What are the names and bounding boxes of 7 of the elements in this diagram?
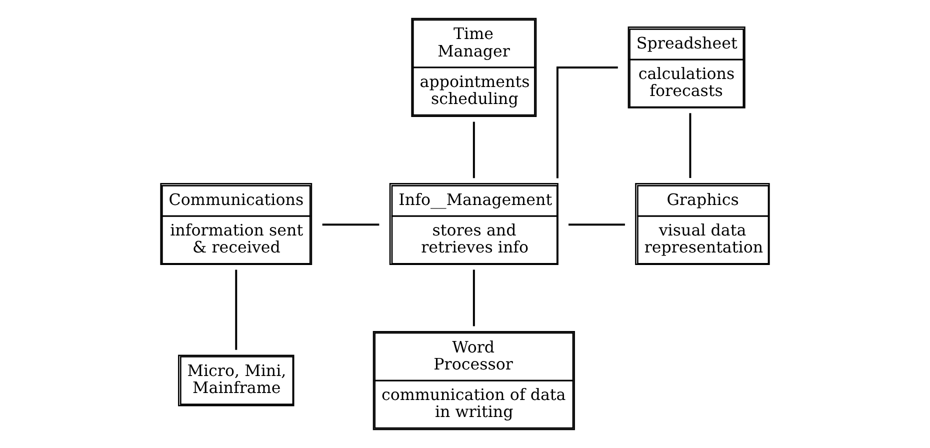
connector <box>472 122 475 178</box>
connector <box>568 224 625 226</box>
connector <box>689 113 692 178</box>
connector <box>322 224 380 226</box>
connector <box>235 270 238 350</box>
connector <box>472 270 475 326</box>
connector <box>556 66 618 178</box>
